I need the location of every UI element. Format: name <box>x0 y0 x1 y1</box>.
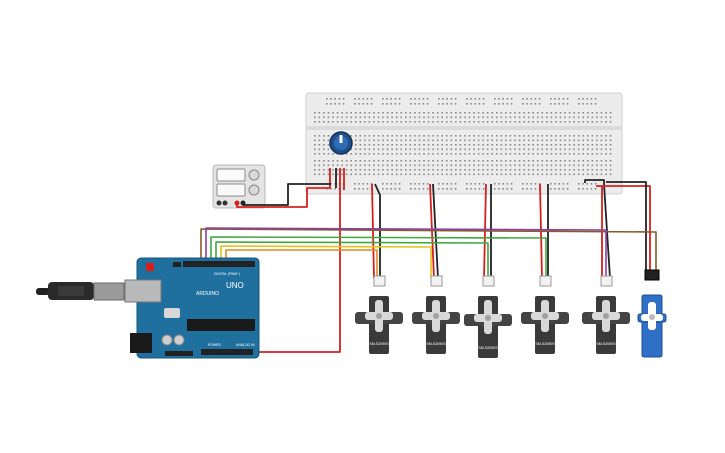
servo-motor[interactable]: SM-S2090S <box>412 275 460 354</box>
servo-model-label: SM-S2090S <box>369 342 389 346</box>
servo-motor[interactable]: SM-S2090S <box>521 275 569 354</box>
servo-motor[interactable]: SM-S2090S <box>464 275 512 358</box>
arduino-power-label: POWER <box>208 343 221 347</box>
arduino-analog-label: ANALOG IN <box>236 343 255 347</box>
breadboard[interactable] <box>305 92 623 195</box>
arduino-brand-text: ARDUINO <box>196 291 219 297</box>
potentiometer[interactable] <box>329 131 353 155</box>
arduino-model-text: UNO <box>226 281 244 290</box>
servo-motor[interactable]: SM-S2090S <box>355 275 403 354</box>
servo-model-label: SM-S2090S <box>596 342 616 346</box>
wires <box>200 168 657 353</box>
servo-group: SM-S2090S SM-S2090S SM-S2090S <box>355 275 630 358</box>
servo-model-label: SM-S2090S <box>478 346 498 350</box>
servo-model-label: SM-S2090S <box>426 342 446 346</box>
micro-servo[interactable] <box>637 269 667 358</box>
servo-motor[interactable]: SM-S2090S <box>582 275 630 354</box>
usb-cable <box>36 282 125 301</box>
arduino-digital-label: DIGITAL (PWM~) <box>214 272 240 276</box>
breadboard-holes <box>314 98 612 190</box>
arduino-uno[interactable]: ARDUINO UNO DIGITAL (PWM~) POWER ANALOG … <box>124 257 260 359</box>
power-supply[interactable] <box>212 164 266 209</box>
servo-model-label: SM-S2090S <box>535 342 555 346</box>
